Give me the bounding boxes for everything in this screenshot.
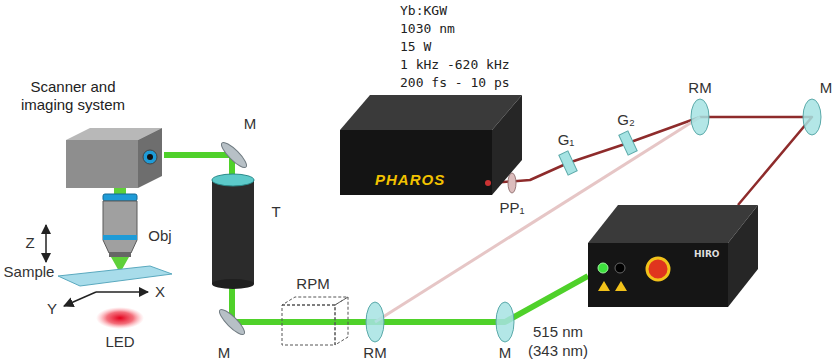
laser-box: Yb:KGW1030 nm15 W1 kHz -620 kHz200 fs - … — [340, 95, 524, 195]
output-port — [598, 263, 608, 273]
mirror — [496, 302, 514, 342]
mirror-label: RM — [363, 344, 386, 362]
telescope-lens — [212, 174, 254, 186]
harmonics-box-outline — [588, 205, 758, 307]
mirror-label: M — [820, 79, 833, 97]
warning-sign — [598, 281, 610, 291]
part-label: Obj — [148, 227, 171, 245]
warning-sign — [615, 281, 627, 291]
axis-label: Z — [25, 234, 34, 252]
spec-text: 1 kHz -620 kHz — [400, 57, 510, 72]
x-axis-arrow — [96, 291, 148, 293]
objective-body — [103, 201, 137, 253]
wavelength-label: (343 nm) — [528, 342, 588, 360]
objective-ring — [103, 194, 137, 201]
telescope-end — [212, 279, 254, 289]
box-top — [340, 95, 522, 130]
box-side — [728, 205, 758, 307]
box-front — [66, 140, 138, 188]
green-beam — [164, 155, 588, 322]
key-switch — [647, 258, 669, 280]
box-front — [340, 130, 492, 195]
axis-label: X — [155, 283, 165, 301]
telescope — [212, 180, 254, 284]
pulse-picker — [508, 173, 516, 193]
led-light — [96, 307, 144, 329]
brand-label: PHAROS — [375, 171, 445, 189]
rpm-outline — [335, 297, 348, 345]
brand-label: HIRO — [694, 249, 719, 260]
wavelength-label: 515 nm — [533, 323, 583, 341]
dichroic-mirror — [366, 302, 384, 342]
box-side — [138, 128, 162, 188]
sample-slide — [58, 266, 172, 286]
y-axis-arrow — [64, 292, 96, 306]
dichroic-mirror — [691, 99, 709, 135]
part-label: T — [271, 203, 280, 221]
part-label: PP₁ — [499, 199, 524, 217]
rpm-outline — [282, 305, 335, 345]
scanner-box-outline — [66, 128, 164, 188]
box-side — [492, 95, 522, 195]
lens-aperture — [147, 154, 153, 160]
mirror-label: RM — [688, 79, 711, 97]
spec-text: 1030 nm — [400, 21, 455, 36]
axis-label: Y — [47, 300, 57, 318]
mirror — [803, 99, 821, 135]
harmonics-box: HIRO — [588, 205, 758, 307]
output-port — [615, 263, 625, 273]
part-label: LED — [105, 333, 134, 351]
rpm-outline — [282, 297, 348, 305]
grating — [559, 151, 577, 175]
mirror — [216, 306, 247, 337]
spec-text: 15 W — [400, 39, 431, 54]
laser-output — [485, 180, 491, 186]
grating-label: G₂ — [617, 111, 635, 129]
spec-text: 200 fs - 10 ps — [400, 75, 510, 90]
objective-ring — [103, 235, 137, 240]
mirror — [218, 139, 249, 170]
grating — [619, 131, 637, 155]
mirror-label: M — [244, 115, 257, 133]
mirror-label: M — [499, 344, 512, 362]
fundamental-beam — [490, 117, 812, 205]
box-front — [588, 243, 728, 307]
part-label: Sample — [4, 263, 55, 281]
lens — [143, 150, 157, 164]
box-heading: Scanner and imaging system — [8, 78, 138, 114]
objective-tip — [109, 252, 131, 257]
z-axis-arrow — [45, 225, 47, 262]
grating-label: G₁ — [558, 131, 575, 149]
part-label: RPM — [296, 275, 329, 293]
mirror-label: M — [218, 344, 231, 362]
spec-text: Yb:KGW — [400, 3, 447, 18]
scanner-box: Scanner and imaging system — [66, 128, 164, 188]
